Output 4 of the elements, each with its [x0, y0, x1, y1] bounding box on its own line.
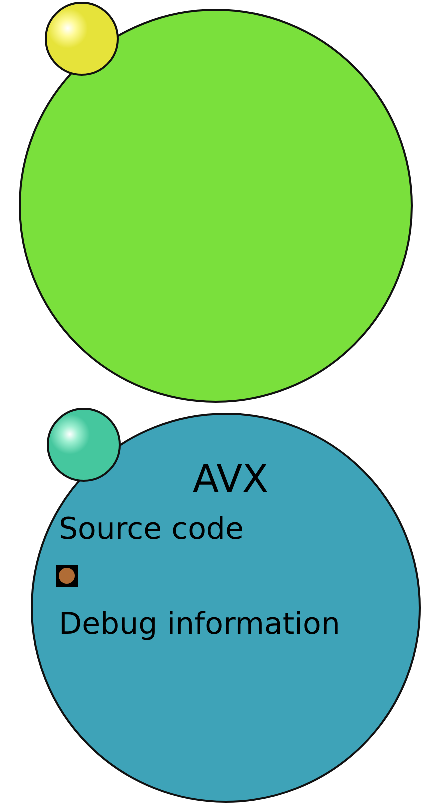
node-title: AVX [193, 460, 269, 498]
node-label: Debug information [59, 610, 340, 640]
node-label: Source code [59, 515, 244, 545]
marker-icon [56, 565, 78, 587]
